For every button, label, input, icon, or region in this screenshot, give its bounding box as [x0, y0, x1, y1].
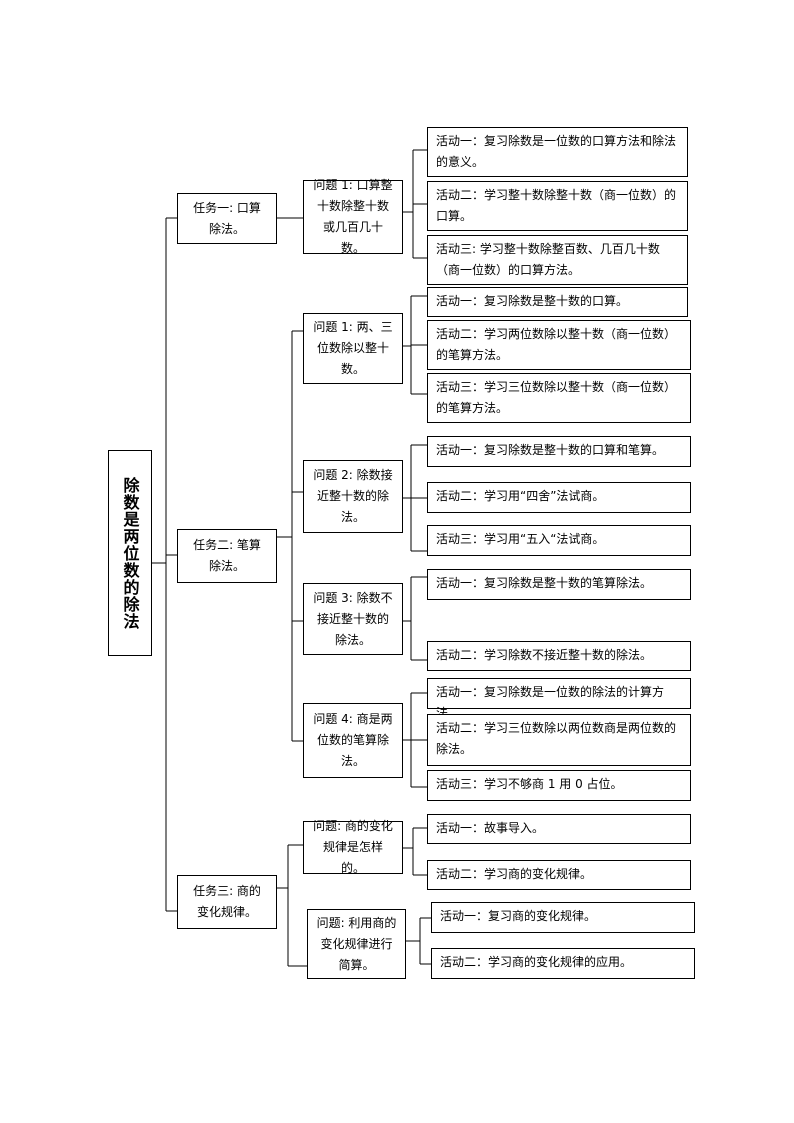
task-2-problem-2-activity-1: 活动一：复习除数是整十数的口算和笔算。 — [427, 436, 691, 467]
task-1-problem-1-activity-1: 活动一：复习除数是一位数的口算方法和除法的意义。 — [427, 127, 688, 177]
task-2-problem-3-activity-1: 活动一：复习除数是整十数的笔算除法。 — [427, 569, 691, 600]
task-3-problem-2-activity-2: 活动二：学习商的变化规律的应用。 — [431, 948, 695, 979]
root-title: 除数是两位数的除法 — [108, 450, 152, 656]
task-2-problem-1-activity-1: 活动一：复习除数是整十数的口算。 — [427, 287, 688, 317]
task-2-box: 任务二: 笔算除法。 — [177, 529, 277, 583]
task-1-problem-1-activity-2: 活动二：学习整十数除整十数（商一位数）的口算。 — [427, 181, 688, 231]
task-3-problem-2-activity-1: 活动一：复习商的变化规律。 — [431, 902, 695, 933]
task-2-problem-3-activity-2: 活动二：学习除数不接近整十数的除法。 — [427, 641, 691, 671]
task-1-box: 任务一: 口算除法。 — [177, 193, 277, 244]
task-2-problem-1-activity-3: 活动三：学习三位数除以整十数（商一位数）的笔算方法。 — [427, 373, 691, 423]
task-3-box: 任务三: 商的变化规律。 — [177, 875, 277, 929]
task-2-problem-4-activity-1: 活动一：复习除数是一位数的除法的计算方法。 — [427, 678, 691, 720]
task-2-problem-1-box: 问题 1: 两、三位数除以整十数。 — [303, 313, 403, 384]
task-3-problem-1-box: 问题: 商的变化规律是怎样的。 — [303, 819, 403, 875]
task-2-problem-4-box: 问题 4: 商是两位数的笔算除法。 — [303, 703, 403, 778]
task-2-problem-2-activity-3: 活动三：学习用“五入“法试商。 — [427, 525, 691, 556]
task-2-problem-1-activity-2: 活动二：学习两位数除以整十数（商一位数）的笔算方法。 — [427, 320, 691, 370]
task-2-problem-3-box: 问题 3: 除数不接近整十数的除法。 — [303, 583, 403, 655]
task-2-problem-2-activity-2: 活动二：学习用“四舍”法试商。 — [427, 482, 691, 513]
task-2-problem-2-box: 问题 2: 除数接近整十数的除法。 — [303, 460, 403, 533]
task-2-problem-4-activity-3: 活动三：学习不够商 1 用 0 占位。 — [427, 770, 691, 801]
task-1-problem-1-activity-3: 活动三: 学习整十数除整百数、几百几十数（商一位数）的口算方法。 — [427, 235, 688, 285]
task-2-problem-4-activity-2: 活动二：学习三位数除以两位数商是两位数的除法。 — [427, 714, 691, 766]
task-1-problem-1-box: 问题 1: 口算整十数除整十数或几百几十数。 — [303, 178, 403, 255]
task-3-problem-2-box: 问题: 利用商的变化规律进行简算。 — [307, 909, 406, 979]
task-3-problem-1-activity-1: 活动一：故事导入。 — [427, 814, 691, 844]
task-3-problem-1-activity-2: 活动二：学习商的变化规律。 — [427, 860, 691, 890]
